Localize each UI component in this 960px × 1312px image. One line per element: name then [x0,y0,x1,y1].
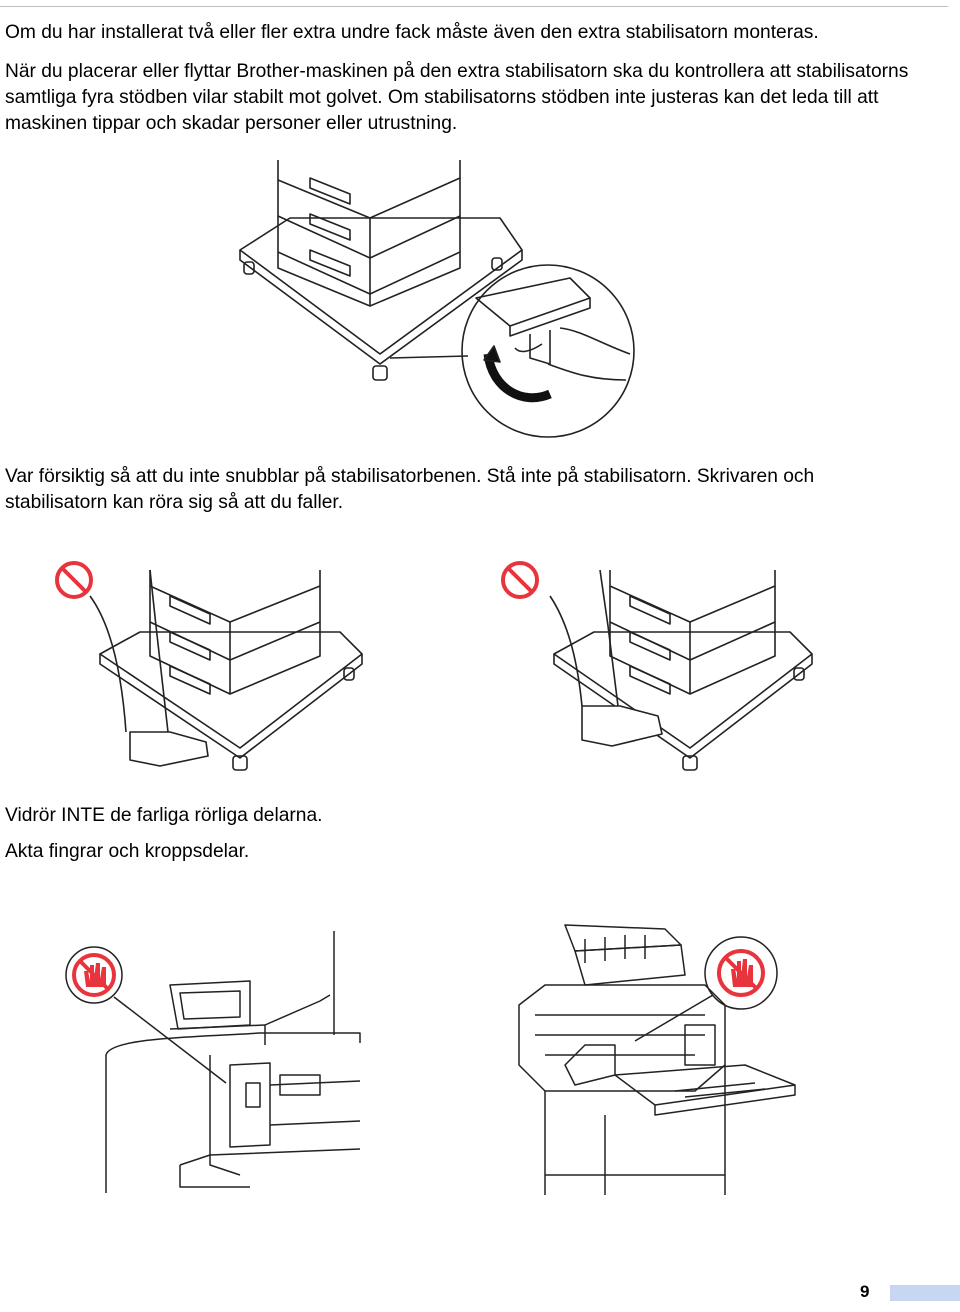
figure-stabilizer-leg-adjust [230,158,650,448]
figure-no-standing-left [50,556,380,776]
no-touch-hand-icon [704,936,778,1010]
paragraph-stabilizer-legs: När du placerar eller flyttar Brother-ma… [5,61,909,134]
page-number: 9 [860,1282,870,1301]
paragraph-moving-parts: Vidrör INTE de farliga rörliga delarna. [5,805,323,826]
top-rule [0,6,948,7]
page-number-bar [890,1285,960,1301]
paragraph-fingers: Akta fingrar och kroppsdelar. [5,841,250,862]
prohibition-icon [55,561,93,599]
figure-no-touch-right [505,915,805,1205]
figure-no-standing-right [500,556,830,776]
no-touch-hand-icon [65,946,123,1004]
paragraph-trip-warning: Var försiktig så att du inte snubblar på… [5,466,815,513]
figure-no-touch-left [50,925,370,1200]
paragraph-stabilizer-required: Om du har installerat två eller fler ext… [5,22,819,43]
prohibition-icon [501,561,539,599]
